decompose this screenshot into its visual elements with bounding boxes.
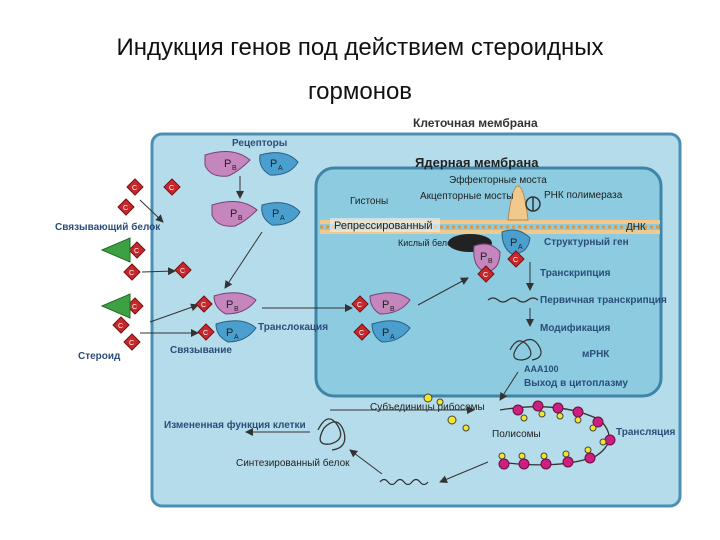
polysome-ribosomes	[498, 400, 616, 470]
svg-text:С: С	[129, 270, 134, 277]
svg-text:С: С	[132, 185, 137, 192]
diagram-title-line-2: гормонов	[307, 78, 413, 105]
svg-text:B: B	[390, 306, 395, 313]
svg-text:P: P	[272, 208, 279, 220]
receptor-pa-2: P A	[261, 202, 301, 226]
svg-text:P: P	[226, 327, 233, 339]
poly-a-label: AAA100	[524, 364, 559, 374]
transcription-label: Транскрипция	[540, 268, 611, 279]
svg-text:P: P	[382, 327, 389, 339]
mrna-coil	[509, 338, 542, 361]
rna-polymerase-label: РНК полимераза	[544, 190, 623, 201]
acidic-protein-label: Кислый белок	[398, 238, 456, 248]
receptor-pa-1: P A	[259, 152, 299, 176]
svg-text:С: С	[180, 268, 185, 275]
svg-text:С: С	[169, 185, 174, 192]
svg-text:С: С	[118, 323, 123, 330]
dna-label: ДНК	[626, 222, 646, 233]
binding-protein-label: Связывающий белок	[55, 221, 161, 233]
svg-text:P: P	[224, 158, 231, 170]
nuclear-membrane-label: Ядерная мембрана	[415, 155, 539, 170]
folded-protein	[317, 418, 346, 451]
cell-membrane-label: Клеточная мембрана	[413, 116, 538, 130]
svg-text:С: С	[129, 340, 134, 347]
acceptor-bridges-label: Акцепторные мосты	[420, 191, 513, 202]
svg-text:A: A	[234, 334, 239, 341]
steroid-molecules: С С С С С С С С С	[112, 178, 192, 351]
ribosome-subunits	[423, 393, 470, 432]
nuclear-receptor-pa: С P A	[353, 320, 411, 343]
svg-text:С: С	[359, 330, 364, 337]
svg-text:B: B	[234, 306, 239, 313]
svg-text:С: С	[201, 302, 206, 309]
effector-bridges-label: Эффекторные моста	[449, 174, 547, 186]
mrna-label: мРНК	[582, 349, 610, 360]
svg-text:С: С	[123, 205, 128, 212]
svg-text:С: С	[203, 330, 208, 337]
svg-text:P: P	[480, 251, 487, 263]
synthesized-protein-label: Синтезированный белок	[236, 457, 350, 469]
translation-label: Трансляция	[616, 427, 675, 438]
svg-text:A: A	[278, 165, 283, 172]
receptor-pb-2: P B	[211, 200, 258, 227]
altered-function-label: Измененная функция клетки	[164, 419, 306, 431]
svg-text:A: A	[518, 244, 523, 251]
modification-label: Модификация	[540, 322, 611, 334]
synthesized-protein-chain	[379, 478, 429, 486]
svg-text:P: P	[270, 158, 277, 170]
bound-receptor-pa: С P A	[197, 320, 257, 343]
bound-receptor-pb: С P B	[195, 292, 257, 315]
svg-text:P: P	[510, 237, 517, 249]
polysomes-label: Полисомы	[492, 429, 541, 440]
structural-gene-label: Структурный ген	[544, 237, 629, 248]
svg-text:P: P	[226, 299, 233, 311]
receptor-pb-1: P B	[204, 150, 251, 177]
svg-text:С: С	[513, 257, 518, 264]
svg-text:P: P	[382, 299, 389, 311]
translocation-label: Транслокация	[258, 322, 328, 333]
primary-transcript-label: Первичная транскрипция	[540, 295, 667, 306]
effector-bridge	[507, 185, 529, 221]
receptors-label: Рецепторы	[232, 138, 287, 149]
svg-text:A: A	[280, 215, 285, 222]
ribosome-subunits-label: Субъединицы рибосомы	[370, 401, 485, 413]
svg-text:С: С	[134, 248, 139, 255]
dna-bound-receptor: P B P A С С	[473, 229, 531, 283]
svg-text:P: P	[230, 208, 237, 220]
svg-text:B: B	[238, 215, 243, 222]
nuclear-receptor-pb: С P B	[351, 292, 411, 315]
export-label: Выход в цитоплазму	[524, 378, 628, 389]
svg-text:С: С	[483, 272, 488, 279]
svg-text:B: B	[232, 165, 237, 172]
primary-transcript-strand	[487, 297, 539, 303]
steroid-label: Стероид	[78, 351, 121, 362]
svg-text:С: С	[132, 304, 137, 311]
binding-label: Связывание	[170, 345, 232, 356]
svg-text:С: С	[357, 302, 362, 309]
diagram-title-line-1: Индукция генов под действием стероидных	[116, 34, 604, 61]
histones-label: Гистоны	[350, 196, 388, 207]
binding-proteins	[100, 237, 131, 319]
repressed-label: Репрессированный	[334, 220, 433, 232]
svg-text:A: A	[390, 334, 395, 341]
svg-text:B: B	[488, 258, 493, 265]
